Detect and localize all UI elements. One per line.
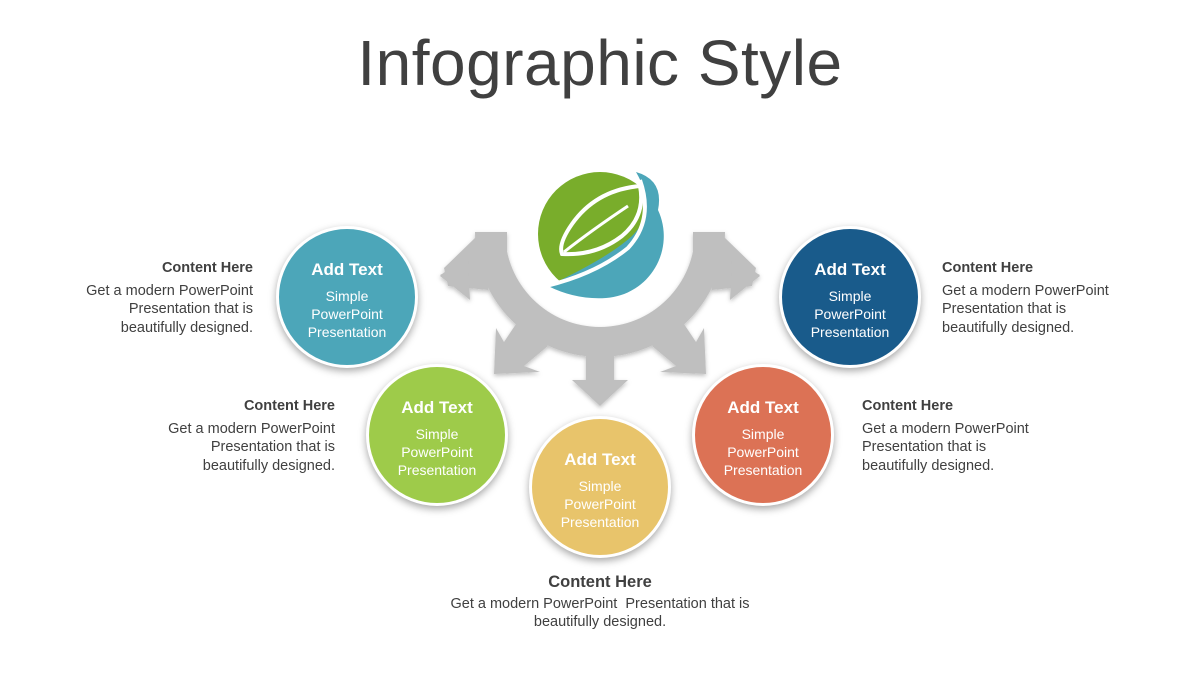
content-note-green: Content Here Get a modern PowerPoint Pre… — [95, 397, 335, 475]
content-note-teal: Content Here Get a modern PowerPoint Pre… — [13, 259, 253, 337]
arrow-down-right-icon — [652, 318, 706, 374]
circle-item-orange: Add Text Simple PowerPoint Presentation — [692, 364, 834, 506]
circle-item-yellow: Add Text Simple PowerPoint Presentation — [529, 416, 671, 558]
circle-text: Simple PowerPoint Presentation — [560, 478, 640, 530]
content-note-navy: Content Here Get a modern PowerPoint Pre… — [942, 259, 1182, 337]
note-title: Content Here — [161, 260, 253, 276]
note-text: Get a modern PowerPoint Presentation tha… — [942, 282, 1109, 336]
arrow-left-icon — [440, 260, 468, 290]
circle-item-teal: Add Text Simple PowerPoint Presentation — [276, 226, 418, 368]
circle-text: Simple PowerPoint Presentation — [723, 426, 803, 478]
note-title: Content Here — [243, 398, 335, 414]
note-text: Get a modern PowerPoint Presentation tha… — [168, 420, 335, 474]
note-text: Get a modern PowerPoint Presentation tha… — [86, 282, 253, 336]
circle-item-green: Add Text Simple PowerPoint Presentation — [366, 364, 508, 506]
circle-item-navy: Add Text Simple PowerPoint Presentation — [779, 226, 921, 368]
arrow-down-icon — [572, 350, 628, 406]
content-note-yellow: Content Here Get a modern PowerPoint Pre… — [440, 573, 760, 632]
note-title: Content Here — [862, 398, 954, 414]
leaf-logo-icon — [538, 172, 664, 299]
circle-text: Simple PowerPoint Presentation — [307, 288, 387, 340]
circle-text: Simple PowerPoint Presentation — [810, 288, 890, 340]
note-text: Get a modern PowerPoint Presentation tha… — [450, 595, 754, 631]
arrow-right-icon — [732, 260, 760, 290]
circle-heading: Add Text — [814, 260, 886, 279]
note-text: Get a modern PowerPoint Presentation tha… — [862, 420, 1029, 474]
circle-heading: Add Text — [311, 260, 383, 279]
circle-text: Simple PowerPoint Presentation — [397, 426, 477, 478]
page-title: Infographic Style — [357, 27, 843, 99]
circle-heading: Add Text — [727, 398, 799, 417]
arrow-down-left-icon — [494, 318, 548, 374]
note-title: Content Here — [548, 573, 652, 591]
circle-heading: Add Text — [401, 398, 473, 417]
note-title: Content Here — [942, 260, 1034, 276]
circle-heading: Add Text — [564, 450, 636, 469]
content-note-orange: Content Here Get a modern PowerPoint Pre… — [862, 397, 1102, 475]
